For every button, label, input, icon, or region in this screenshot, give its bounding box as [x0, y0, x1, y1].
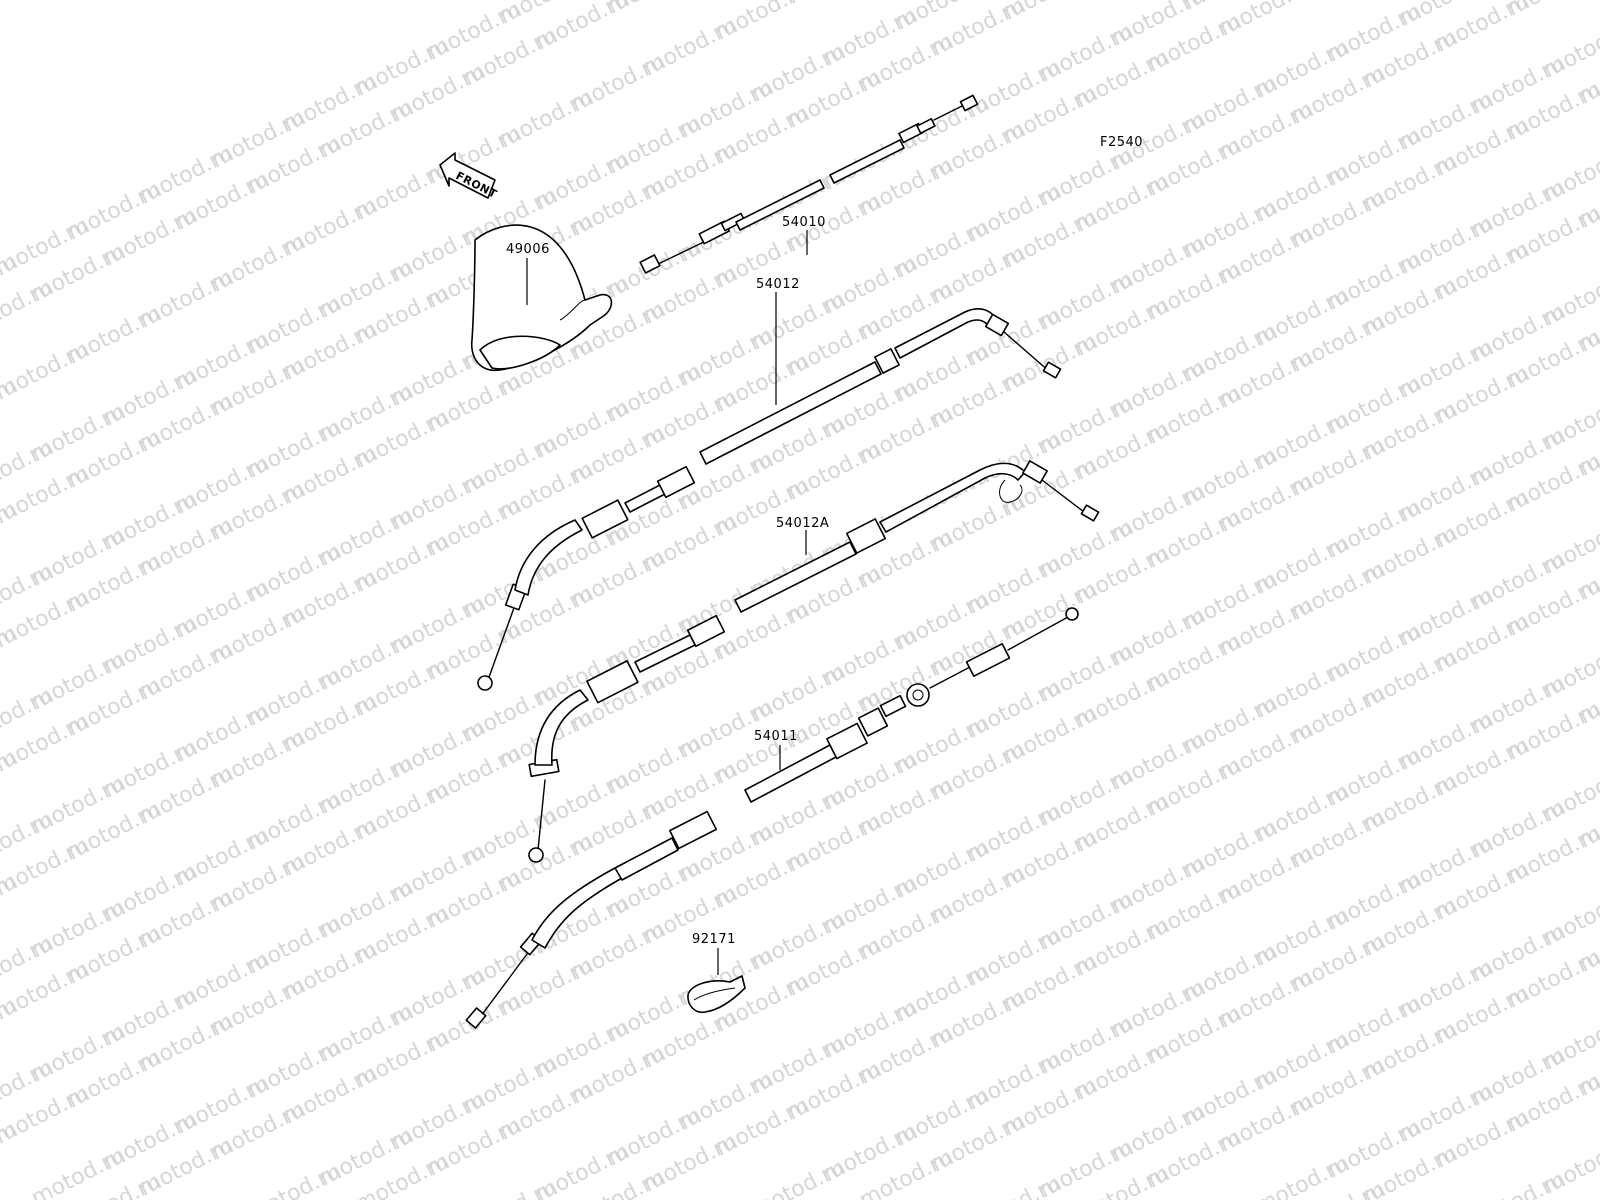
watermark-text: motod.ru: [1539, 263, 1600, 331]
part-92171-clamp[interactable]: [687, 948, 746, 1014]
watermark-text: motod.ru: [603, 0, 704, 19]
watermark-text: motod.ru: [1539, 15, 1600, 83]
watermark-text: motod.ru: [1287, 0, 1388, 5]
part-label-54010: 54010: [782, 215, 826, 230]
part-54012A-cable[interactable]: [528, 460, 1100, 863]
watermark-text: motod.ru: [1539, 1131, 1600, 1199]
part-49006-cover[interactable]: [470, 224, 613, 371]
watermark-text: motod.ru: [999, 0, 1100, 25]
part-label-54012: 54012: [756, 277, 800, 292]
watermark-text: motod.ru: [1539, 1007, 1600, 1075]
watermark-text: motod.ru: [1215, 0, 1316, 41]
watermark-text: motod.ru: [1539, 139, 1600, 207]
part-label-54012A: 54012A: [776, 516, 829, 531]
part-label-49006: 49006: [506, 242, 550, 257]
watermark-text: motod.ru: [1539, 387, 1600, 455]
watermark-text: motod.ru: [1539, 511, 1600, 579]
watermark-text: motod.ru: [1503, 0, 1600, 21]
watermark-text: motod.ru: [1539, 635, 1600, 703]
figure-code: F2540: [1100, 135, 1143, 150]
watermark-text: motod.ru: [1539, 883, 1600, 951]
part-54012-cable[interactable]: [477, 292, 1062, 691]
watermark-text: motod.ru: [1539, 759, 1600, 827]
part-label-92171: 92171: [692, 932, 736, 947]
part-label-54011: 54011: [754, 729, 798, 744]
watermark-text: motod.ru: [783, 0, 884, 9]
part-54011-cable[interactable]: [465, 607, 1079, 1029]
part-54010-cable[interactable]: [639, 94, 979, 274]
